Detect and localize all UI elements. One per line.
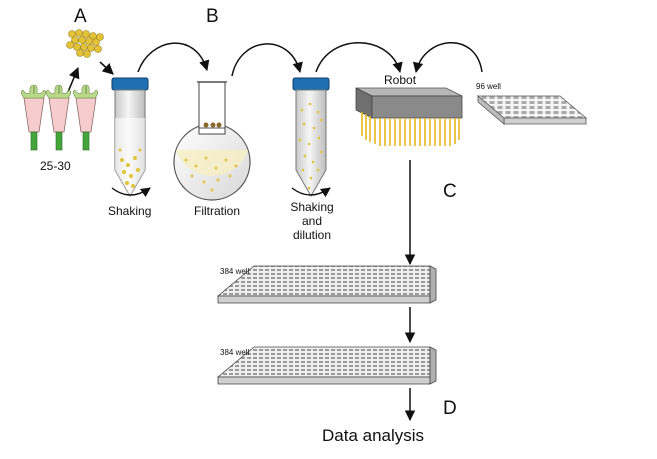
step-label-a: A <box>74 6 87 27</box>
step-label-d: D <box>443 398 457 419</box>
arrow-tube-to-flask <box>137 42 210 73</box>
plate-96-well <box>476 95 588 125</box>
plate-96-label: 96 well <box>476 82 501 91</box>
step-label-c: C <box>443 181 457 202</box>
arrow-flask-to-tube <box>231 43 303 77</box>
arrow-tube-to-robot <box>315 42 403 74</box>
plate-384-top-label: 384 well <box>220 267 250 276</box>
robot-label: Robot <box>384 73 417 87</box>
shaking-label: Shaking <box>108 204 152 218</box>
shaking-dilution-line-1: Shaking <box>290 200 334 214</box>
filtration-label: Filtration <box>194 204 241 218</box>
tube-shaking <box>111 77 151 198</box>
plate-384-bottom-label: 384 well <box>220 348 250 357</box>
robot <box>355 87 463 146</box>
flower-count-label: 25-30 <box>40 159 71 173</box>
arrow-flowers-to-pollen <box>67 66 80 93</box>
shaking-dilution-label: Shaking and dilution <box>288 200 336 242</box>
flowers <box>20 84 99 151</box>
plate-384-well-bottom <box>216 346 437 385</box>
data-analysis-label: Data analysis <box>322 426 425 445</box>
step-label-b: B <box>206 6 219 27</box>
shaking-dilution-line-2: and <box>301 214 323 228</box>
plate-384-well-top <box>216 265 437 304</box>
shaking-dilution-line-3: dilution <box>292 228 332 242</box>
arrow-pollen-to-tube <box>99 61 114 75</box>
arrow-plate-to-robot <box>412 42 483 74</box>
pollen-cluster <box>66 29 104 58</box>
filtration-flask <box>173 81 251 201</box>
tube-dilution <box>291 77 331 198</box>
